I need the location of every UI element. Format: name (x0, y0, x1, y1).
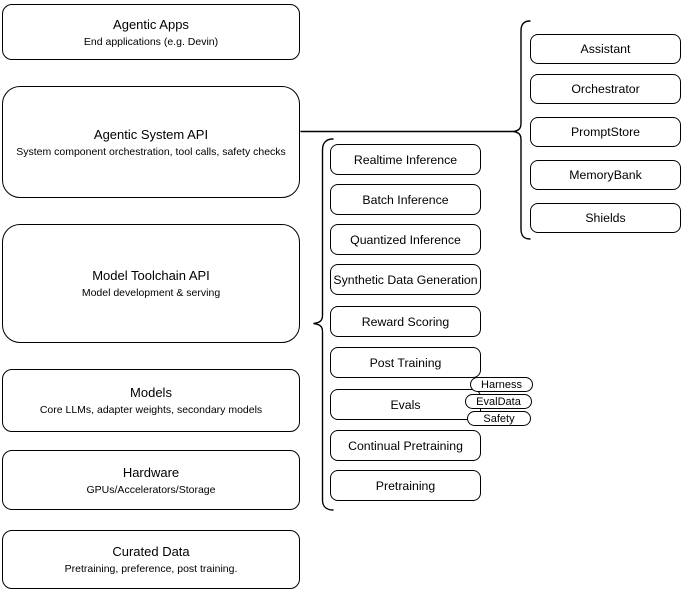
node-realtime-inference: Realtime Inference (330, 144, 481, 175)
node-reward-scoring: Reward Scoring (330, 306, 481, 337)
node-subtitle: Model development & serving (81, 287, 221, 299)
node-memorybank: MemoryBank (530, 160, 681, 190)
node-label: Batch Inference (362, 192, 449, 207)
node-title: Curated Data (112, 544, 190, 559)
node-label: Orchestrator (571, 82, 640, 96)
node-model-toolchain-api: Model Toolchain API Model development & … (2, 224, 300, 343)
node-curated-data: Curated Data Pretraining, preference, po… (2, 530, 300, 589)
node-shields: Shields (530, 203, 681, 233)
node-post-training: Post Training (330, 347, 481, 378)
node-label: Quantized Inference (350, 232, 461, 247)
node-label: MemoryBank (569, 168, 642, 182)
node-label: Synthetic Data Generation (333, 272, 478, 287)
node-quantized-inference: Quantized Inference (330, 224, 481, 255)
node-models: Models Core LLMs, adapter weights, secon… (2, 369, 300, 432)
node-title: Model Toolchain API (92, 268, 210, 283)
tag-label: Harness (481, 378, 522, 391)
node-title: Agentic System API (93, 126, 209, 142)
tag-label: Safety (483, 412, 515, 425)
node-title: Hardware (122, 464, 180, 480)
node-label: Assistant (580, 42, 631, 56)
node-label: PromptStore (570, 125, 641, 139)
system-components-brace (513, 20, 531, 240)
node-label: Evals (390, 397, 421, 412)
node-synthetic-data-generation: Synthetic Data Generation (330, 264, 481, 295)
node-subtitle: Core LLMs, adapter weights, secondary mo… (39, 404, 263, 416)
tag-evaldata: EvalData (465, 394, 532, 409)
node-subtitle: GPUs/Accelerators/Storage (86, 483, 216, 496)
node-batch-inference: Batch Inference (330, 184, 481, 215)
node-label: Pretraining (375, 478, 436, 493)
node-orchestrator: Orchestrator (530, 74, 681, 104)
tag-harness: Harness (470, 377, 533, 392)
node-subtitle: System component orchestration, tool cal… (16, 145, 286, 158)
node-label: Shields (585, 211, 626, 225)
node-pretraining: Pretraining (330, 470, 481, 501)
tag-safety: Safety (467, 411, 531, 426)
node-continual-pretraining: Continual Pretraining (330, 430, 481, 461)
node-assistant: Assistant (530, 34, 681, 64)
node-agentic-apps: Agentic Apps End applications (e.g. Devi… (2, 4, 300, 60)
node-subtitle: Pretraining, preference, post training. (64, 563, 238, 575)
node-title: Models (130, 385, 172, 400)
node-agentic-system-api: Agentic System API System component orch… (2, 86, 300, 198)
node-label: Realtime Inference (353, 152, 458, 167)
tag-label: EvalData (476, 395, 521, 408)
node-evals: Evals (330, 389, 481, 420)
model-toolchain-brace (313, 138, 334, 511)
node-label: Reward Scoring (361, 314, 450, 329)
node-label: Continual Pretraining (348, 438, 463, 453)
node-promptstore: PromptStore (530, 117, 681, 147)
node-hardware: Hardware GPUs/Accelerators/Storage (2, 450, 300, 510)
node-title: Agentic Apps (113, 16, 189, 32)
node-subtitle: End applications (e.g. Devin) (83, 35, 219, 48)
node-label: Post Training (369, 355, 442, 370)
